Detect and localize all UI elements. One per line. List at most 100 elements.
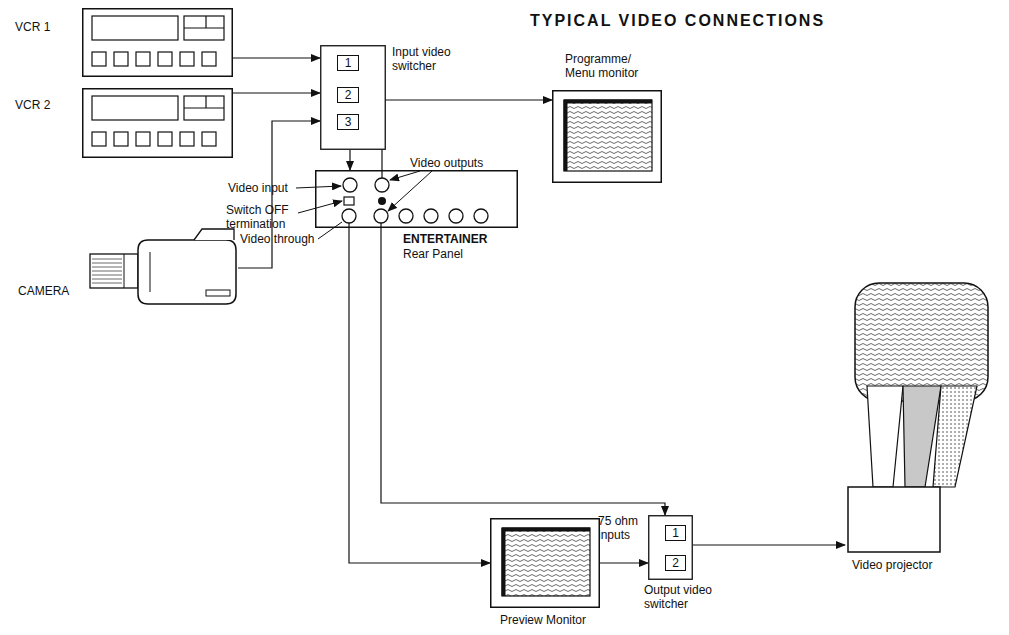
node-switcher-box: Input video switcher123 xyxy=(320,45,386,150)
annotation-label: Video through xyxy=(240,232,320,246)
node-label: VCR 1 xyxy=(15,20,75,34)
node-label: VCR 2 xyxy=(15,98,75,112)
camera-drawing-part xyxy=(92,283,122,284)
camera-drawing-part xyxy=(92,259,122,260)
node-port-box: 2 xyxy=(337,87,359,103)
annotation-label: Video input xyxy=(228,181,298,195)
annotation-label: Switch OFF termination xyxy=(226,203,298,231)
projector-drawing-part xyxy=(848,487,940,552)
vcr-unit-part xyxy=(180,52,194,66)
node-label: Input video switcher xyxy=(392,45,462,73)
port-box-part xyxy=(338,88,359,103)
monitor-drawing-part xyxy=(564,100,652,171)
projector-drawing-part xyxy=(867,386,903,487)
node-switcher-box: Output video switcher12 xyxy=(648,515,693,580)
rear-panel-part xyxy=(375,178,389,192)
vcr-unit-part xyxy=(205,96,206,108)
vcr-unit-part xyxy=(180,132,194,146)
node-label: CAMERA xyxy=(18,284,84,298)
node-label: ENTERTAINER xyxy=(403,232,513,246)
vcr-unit-part xyxy=(158,132,172,146)
video-cable xyxy=(233,92,320,93)
node-label: Video projector xyxy=(852,558,972,572)
port-box-part xyxy=(666,526,686,541)
port-box-part xyxy=(666,556,686,571)
vcr-unit-part xyxy=(136,132,150,146)
node-label: Rear Panel xyxy=(403,247,513,261)
vcr-unit-part xyxy=(202,52,216,66)
node-label: Preview Monitor xyxy=(500,613,620,627)
rear-panel-part xyxy=(381,170,382,178)
rear-panel-part xyxy=(343,178,357,192)
vcr-unit-part xyxy=(184,96,224,120)
switcher-box-part xyxy=(649,516,693,580)
node-vcr-unit: VCR 2 xyxy=(82,88,233,158)
port-number: 2 xyxy=(665,556,686,570)
video-cable xyxy=(349,228,490,563)
node-port-box: 1 xyxy=(665,525,686,541)
camera-drawing-part xyxy=(92,275,122,276)
leader-line xyxy=(318,222,342,239)
video-cable xyxy=(693,544,845,545)
port-box-part xyxy=(338,56,359,71)
monitor-drawing-part xyxy=(502,528,590,532)
rear-panel-part xyxy=(348,223,349,228)
vcr-unit xyxy=(82,88,233,158)
rear-panel-part xyxy=(449,209,463,223)
rear-panel-part xyxy=(342,209,356,223)
rear-panel-part xyxy=(316,171,518,228)
leader-line xyxy=(296,186,341,188)
camera-drawing-part xyxy=(150,252,151,292)
node-port-box: 3 xyxy=(337,114,359,130)
port-number: 1 xyxy=(337,56,359,70)
vcr-unit-part xyxy=(184,16,224,40)
camera-drawing-part xyxy=(92,279,122,280)
port-number: 2 xyxy=(337,88,359,102)
port-box-part xyxy=(338,115,359,130)
node-vcr-unit: VCR 1 xyxy=(82,8,233,77)
port-number: 3 xyxy=(337,115,359,129)
video-cable xyxy=(349,150,350,170)
annotation-label: Video outputs xyxy=(410,156,500,170)
video-cable xyxy=(233,57,320,58)
camera-drawing-part xyxy=(92,267,122,268)
camera-drawing xyxy=(88,228,238,308)
rear-panel-part xyxy=(380,223,381,228)
video-cable xyxy=(382,100,552,170)
video-cable xyxy=(600,562,648,563)
diagram-title: TYPICAL VIDEO CONNECTIONS xyxy=(530,12,825,30)
rear-panel-part xyxy=(474,209,488,223)
camera-drawing-part xyxy=(90,254,138,288)
port-number: 1 xyxy=(665,526,686,540)
vcr-unit-part xyxy=(158,52,172,66)
rear-panel-part xyxy=(374,209,388,223)
vcr-unit-part xyxy=(92,132,106,146)
monitor-drawing-part xyxy=(502,528,506,596)
node-port-box: 1 xyxy=(337,55,359,71)
monitor-drawing-part xyxy=(564,100,652,104)
projector-drawing-part xyxy=(933,386,977,487)
leader-line xyxy=(298,201,342,213)
vcr-unit-part xyxy=(114,52,128,66)
annotation-label: 75 ohm inputs xyxy=(598,514,644,542)
vcr-unit-part xyxy=(83,9,233,77)
vcr-unit-part xyxy=(184,107,224,108)
camera-drawing-part xyxy=(194,229,234,240)
video-cable xyxy=(381,228,665,515)
camera-drawing-part xyxy=(138,240,236,304)
camera-drawing-part xyxy=(92,263,122,264)
camera-drawing-part xyxy=(206,290,230,296)
vcr-unit-part xyxy=(92,16,178,40)
node-monitor-drawing: Programme/ Menu monitor xyxy=(552,90,662,183)
camera-drawing-part xyxy=(92,271,122,272)
vcr-unit-part xyxy=(114,132,128,146)
vcr-unit-part xyxy=(184,27,224,28)
node-label: Programme/ Menu monitor xyxy=(565,52,650,80)
vcr-unit-part xyxy=(92,52,106,66)
monitor-drawing xyxy=(552,90,662,183)
vcr-unit-part xyxy=(92,96,178,120)
vcr-unit-part xyxy=(83,89,233,158)
vcr-unit xyxy=(82,8,233,77)
switcher-box-part xyxy=(321,46,386,150)
leader-line xyxy=(390,171,420,180)
